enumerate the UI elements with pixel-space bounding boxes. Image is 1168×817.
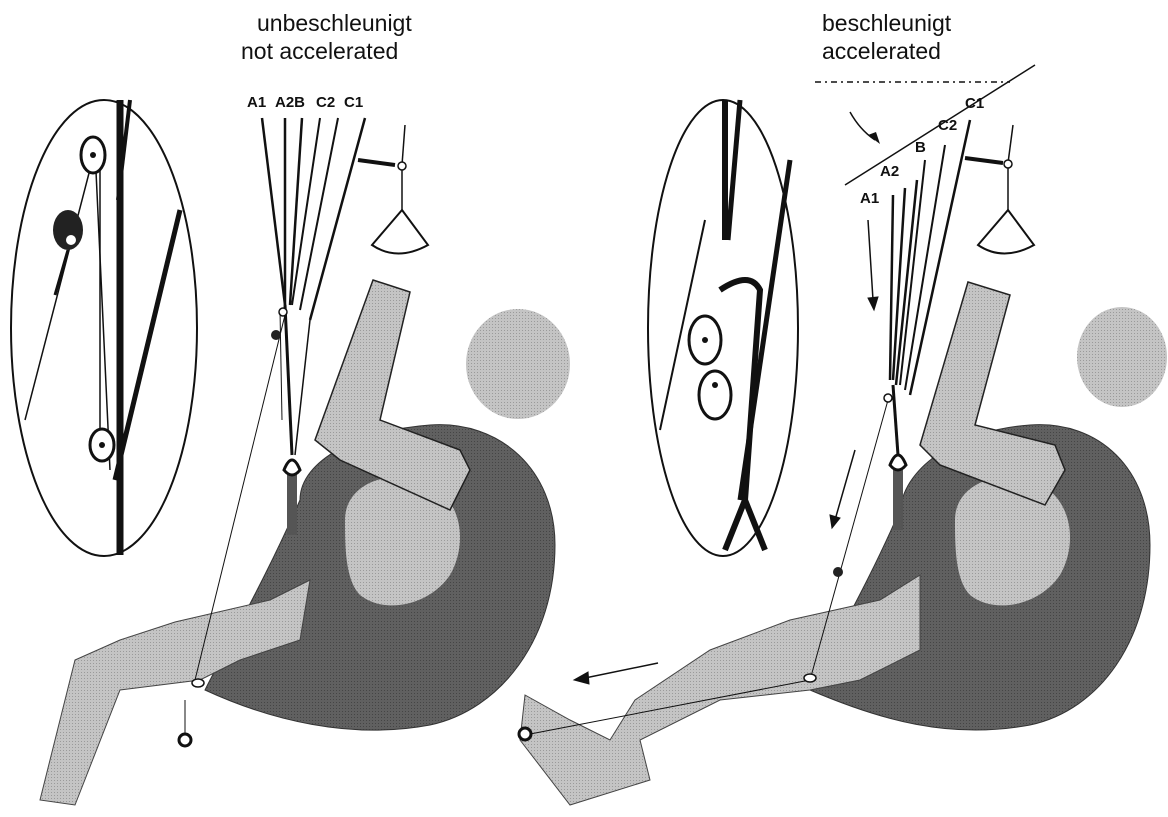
title-en-left: not accelerated (241, 38, 398, 64)
rotation-arrow-head (868, 132, 880, 144)
riser-label-a1-left: A1 (247, 94, 266, 111)
riser-label-c2-right: C2 (938, 117, 957, 134)
right-panel: A1 A2 B C2 C1 (519, 65, 1167, 805)
detail-zoom-right (648, 100, 798, 556)
foot-ring-right (519, 728, 531, 740)
riser-label-c1-left: C1 (344, 94, 363, 111)
riser-label-a1-right: A1 (860, 190, 879, 207)
riser-label-c1-right: C1 (965, 95, 984, 112)
riser-label-b-right: B (915, 139, 926, 156)
carabiner-right (890, 455, 906, 470)
title-en-right: accelerated (822, 38, 941, 64)
pulley-left-a (271, 330, 281, 340)
pulley-right-b (884, 394, 892, 402)
carabiner-left (284, 460, 300, 475)
harness-strap-right (893, 470, 903, 530)
title-de-right: beschleunigt (822, 10, 951, 36)
pilot-head-right (1077, 307, 1167, 407)
footbar-pulley-right (804, 674, 816, 682)
brake-handle-right (965, 125, 1034, 254)
riser-label-a2b-left: A2B (275, 94, 305, 111)
pulley-left-b (279, 308, 287, 316)
riser-label-c2-left: C2 (316, 94, 335, 111)
pulley-right-a (833, 567, 843, 577)
foot-ring-left (179, 734, 191, 746)
title-de-left: unbeschleunigt (257, 10, 412, 36)
footbar-pulley-left (192, 679, 204, 687)
harness-strap-left (287, 475, 297, 535)
riser-label-a2-right: A2 (880, 163, 899, 180)
left-panel: A1 A2B C2 C1 (11, 94, 570, 805)
brake-handle-left (358, 125, 428, 254)
detail-zoom-left (11, 100, 197, 556)
pilot-head-left (466, 309, 570, 419)
